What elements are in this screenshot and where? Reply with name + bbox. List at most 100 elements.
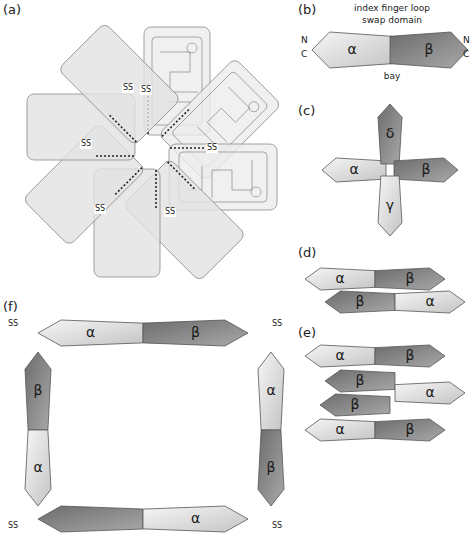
domain-text-box: α xyxy=(395,291,465,313)
annotation-label: swap domain xyxy=(362,16,422,26)
domain-letter: β xyxy=(356,294,365,309)
annotation-label: SS xyxy=(122,84,134,93)
domain-fill xyxy=(25,430,51,506)
domain-text-box: β xyxy=(394,158,458,182)
domain-fill xyxy=(320,394,390,416)
domain-shape: α xyxy=(322,158,386,182)
domain-fill xyxy=(375,345,445,367)
domain-shape: α xyxy=(395,291,465,313)
domain-text-box: β xyxy=(25,352,51,430)
panel-label: (a) xyxy=(3,3,21,17)
domain-letter: β xyxy=(406,422,415,437)
domain-text-box: α xyxy=(305,419,375,441)
annotation-label: N xyxy=(301,36,308,46)
domain-shape: β xyxy=(258,430,284,506)
domain-text-box: α xyxy=(38,320,143,346)
domain-shape: β xyxy=(325,291,395,313)
domain-letter: β xyxy=(267,460,276,475)
domain-letter: β xyxy=(34,383,43,398)
annotation-label: C xyxy=(301,50,307,60)
domain-letter: α xyxy=(191,511,200,526)
domain-letter: α xyxy=(335,422,344,437)
domain-fill xyxy=(258,430,284,506)
domain-text-box: γ xyxy=(378,176,402,236)
domain-fill xyxy=(25,352,51,430)
domain-fill xyxy=(394,158,458,182)
annotation-label: SS xyxy=(164,208,176,217)
domain-shape: β xyxy=(390,32,468,68)
domain-fill xyxy=(375,419,445,441)
domain-letter: β xyxy=(422,162,431,177)
annotation-label: SS xyxy=(94,205,106,214)
annotation-label: SS xyxy=(140,86,152,95)
domain-fill xyxy=(305,268,375,290)
panel-label: (c) xyxy=(298,104,315,118)
domain-shape: α xyxy=(305,419,375,441)
annotation-label: SS xyxy=(8,522,18,531)
panel-label: (b) xyxy=(298,3,316,17)
domain-fill xyxy=(395,291,465,313)
domain-shape: α xyxy=(25,430,51,506)
domain-text-box: β xyxy=(325,370,395,392)
domain-shape: β xyxy=(320,394,390,416)
domain-text-box: β xyxy=(375,345,445,367)
domain-fill xyxy=(322,158,386,182)
domain-fill xyxy=(143,506,248,532)
domain-text-box: β xyxy=(375,268,445,290)
domain-letter: α xyxy=(425,385,434,400)
domain-shape: β xyxy=(375,419,445,441)
domain-text-box: α xyxy=(143,506,248,532)
domain-letter: α xyxy=(425,294,434,309)
domain-text-box: α xyxy=(312,32,392,68)
domain-letter: α xyxy=(86,325,95,340)
panel-label: (e) xyxy=(298,326,316,340)
annotation-label: SS xyxy=(272,320,282,329)
domain-text-box: α xyxy=(322,158,386,182)
domain-text-box: α xyxy=(305,345,375,367)
beta-domain-shape xyxy=(38,506,143,532)
annotation-label: bay xyxy=(384,72,401,82)
domain-shape: α xyxy=(305,345,375,367)
domain-fill xyxy=(305,345,375,367)
domain-fill xyxy=(395,382,465,404)
domain-letter: α xyxy=(266,383,275,398)
domain-letter: α xyxy=(335,348,344,363)
domain-text-box: β xyxy=(258,430,284,506)
domain-fill xyxy=(143,320,248,346)
domain-shape: β xyxy=(25,352,51,430)
domain-letter: β xyxy=(406,271,415,286)
domain-fill xyxy=(378,104,402,164)
domain-text-box: α xyxy=(305,268,375,290)
domain-fill xyxy=(378,176,402,236)
domain-letter: α xyxy=(347,42,356,57)
domain-shape: δ xyxy=(378,104,402,164)
domain-fill xyxy=(325,370,395,392)
domain-shape: α xyxy=(143,506,248,532)
domain-fill xyxy=(390,32,468,68)
annotation-label: SS xyxy=(80,140,92,149)
domain-letter: α xyxy=(335,271,344,286)
domain-shape: β xyxy=(143,320,248,346)
domain-text-box: δ xyxy=(378,104,402,164)
domain-text-box: β xyxy=(143,320,248,346)
domain-shape: β xyxy=(375,345,445,367)
domain-text-box: β xyxy=(375,419,445,441)
panel-label: (f) xyxy=(3,300,18,314)
domain-letter: β xyxy=(356,373,365,388)
domain-fill xyxy=(375,268,445,290)
domain-fill xyxy=(258,352,284,430)
domain-shape: β xyxy=(394,158,458,182)
annotation-label: SS xyxy=(8,320,18,329)
domain-letter: γ xyxy=(386,198,394,213)
rosette-tiles xyxy=(23,23,282,282)
domain-shape: α xyxy=(305,268,375,290)
domain-text-box: β xyxy=(320,394,390,416)
domain-letter: α xyxy=(33,460,42,475)
domain-fill xyxy=(325,291,395,313)
domain-shape: γ xyxy=(378,176,402,236)
domain-shape: α xyxy=(395,382,465,404)
annotation-label: index finger loop xyxy=(354,4,430,14)
domain-fill xyxy=(38,320,143,346)
domain-letter: β xyxy=(191,325,200,340)
domain-text-box: β xyxy=(325,291,395,313)
